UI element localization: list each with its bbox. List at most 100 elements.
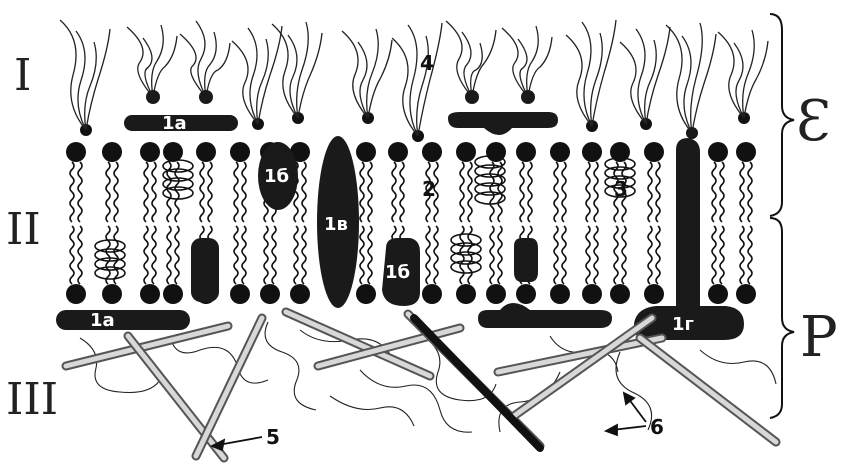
glycocalyx-chain — [127, 27, 153, 97]
lipid-tail — [740, 162, 744, 222]
lipid-tail — [426, 226, 430, 284]
glycocalyx-chain — [718, 32, 744, 118]
label-peripheral-bottom: 1а — [90, 310, 115, 331]
marker-helix: 3 — [614, 177, 628, 201]
lipid-head-upper — [736, 142, 756, 162]
lipid-head-upper — [582, 142, 602, 162]
lipid-tail — [468, 162, 472, 222]
lipid-head-lower — [290, 284, 310, 304]
lipid-head-lower — [422, 284, 442, 304]
lipid-tail — [234, 226, 238, 284]
lipid-tail — [586, 226, 590, 284]
lipid-head-lower — [610, 284, 630, 304]
lipid-tail — [175, 162, 179, 222]
lipid-tail — [360, 226, 364, 284]
lipid-head-lower — [644, 284, 664, 304]
glycocalyx-chain — [152, 25, 164, 97]
glycocalyx-chain — [646, 27, 670, 124]
lipid-tail — [498, 226, 502, 284]
lipid-tail — [70, 226, 74, 284]
lipid-head-upper — [140, 142, 160, 162]
lipid-tail — [200, 162, 204, 222]
glycocalyx-chain — [527, 26, 539, 97]
lipid-tail — [368, 162, 372, 222]
lipid-tail — [392, 162, 396, 222]
protein-glyco-head — [199, 90, 213, 104]
lipid-tail — [152, 226, 156, 284]
glycocalyx-chain — [645, 40, 657, 124]
glycocalyx-chain — [692, 34, 716, 133]
lipid-tail — [622, 226, 626, 284]
lipid-tail — [114, 162, 118, 222]
lipid-tail — [272, 226, 276, 284]
lipid-head-upper — [422, 142, 442, 162]
layer-label-glycocalyx: I — [14, 50, 31, 101]
filament-rod-highlight — [196, 318, 262, 456]
glycocalyx-chain — [257, 39, 269, 124]
lipid-tail — [400, 162, 404, 222]
glycocalyx-chain — [272, 24, 298, 118]
glycocalyx-chain — [418, 23, 442, 136]
lipid-tail — [302, 162, 306, 222]
lipid-head-upper — [102, 142, 122, 162]
lipid-tail — [656, 226, 660, 284]
lipid-head-lower — [102, 284, 122, 304]
lipid-tail — [114, 226, 118, 284]
glycocalyx-chain — [392, 38, 418, 136]
glycocalyx-chain — [86, 29, 110, 130]
lipid-head-lower — [708, 284, 728, 304]
lipid-tail — [720, 226, 724, 284]
lipid-tail — [614, 226, 618, 284]
lipid-head-upper — [388, 142, 408, 162]
helix-turn — [451, 261, 481, 273]
marker-fiber: 6 — [650, 415, 664, 439]
lipid-head-upper — [163, 142, 183, 162]
lipid-tail — [144, 162, 148, 222]
filament-rod-highlight — [128, 336, 224, 458]
peripheral-protein-bottom — [56, 310, 190, 330]
lipid-tail — [106, 162, 110, 222]
lipid-tail — [175, 226, 179, 284]
glycocalyx-chain — [744, 41, 768, 118]
lipid-head-lower — [260, 284, 280, 304]
lipid-head-lower — [736, 284, 756, 304]
glycocalyx-chain — [566, 35, 592, 126]
lipid-tail — [78, 226, 82, 284]
lipid-tail — [78, 162, 82, 222]
lipid-tail — [152, 162, 156, 222]
glycocalyx-chain — [297, 22, 309, 118]
lipid-head-lower — [486, 284, 506, 304]
lipid-tail — [748, 162, 752, 222]
lipid-head-upper — [644, 142, 664, 162]
lipid-head-lower — [582, 284, 602, 304]
lipid-tail — [234, 162, 238, 222]
glycocalyx-chain — [206, 43, 230, 97]
lipid-tail — [498, 162, 502, 222]
lipid-tail — [528, 162, 532, 222]
lipid-tail — [562, 226, 566, 284]
lipid-head-lower — [516, 284, 536, 304]
peripheral-protein-top-right — [448, 112, 558, 135]
label-peripheral-top: 1а — [162, 113, 187, 134]
glycocalyx-chain — [368, 40, 392, 118]
lipid-tail — [360, 162, 364, 222]
lipid-tail — [594, 162, 598, 222]
glycocalyx-chain — [298, 33, 322, 118]
label-semi-upper: 1б — [264, 166, 289, 187]
glycocalyx-chain — [472, 30, 496, 97]
glycocalyx-chain — [620, 42, 646, 124]
lipid-tail — [106, 226, 110, 284]
glycocalyx-chain — [592, 20, 616, 126]
layer-label-cytoskeleton: III — [6, 374, 58, 425]
lipid-tail — [648, 226, 652, 284]
glycocalyx-chain — [232, 41, 258, 124]
glycocalyx-chain — [205, 32, 217, 97]
glycocalyx-chain — [367, 29, 379, 118]
filament-rod-dark — [414, 318, 540, 448]
lipid-head-lower — [456, 284, 476, 304]
lipid-tail — [208, 162, 212, 222]
label-transmembrane: 1в — [324, 214, 348, 235]
lipid-tail — [242, 162, 246, 222]
region-label-upper: Ɛ — [796, 89, 831, 154]
